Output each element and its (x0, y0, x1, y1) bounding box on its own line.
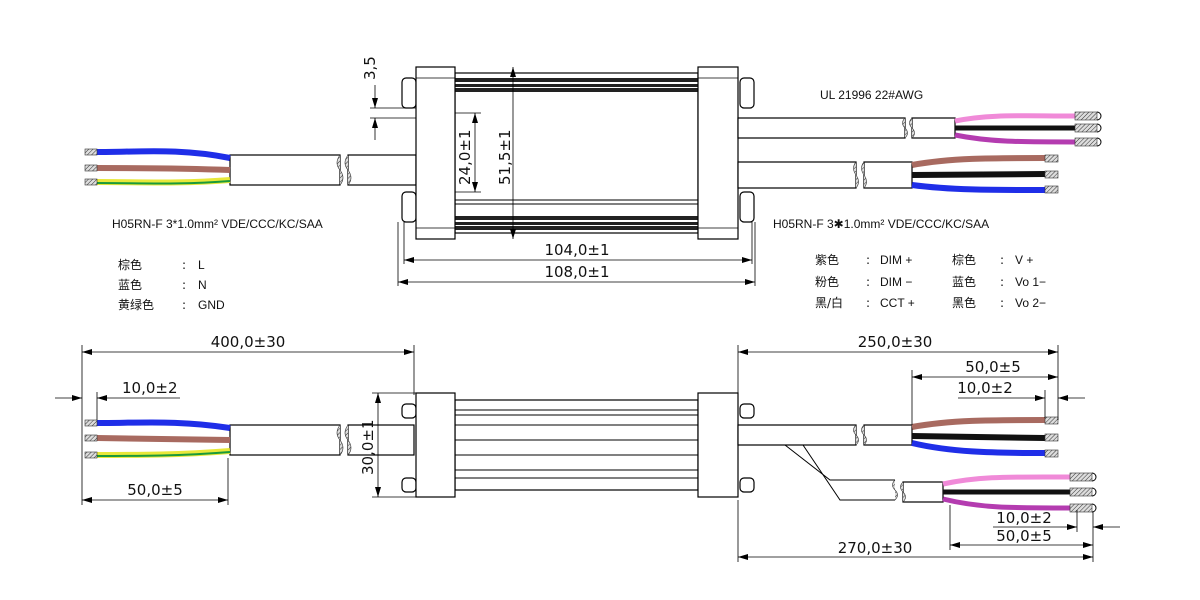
legend-text: Vo 1− (1015, 275, 1046, 289)
dim-10-left: 10,0±2 (122, 379, 178, 397)
legend-text: : (182, 258, 186, 272)
dim-50-lower: 50,0±5 (996, 527, 1052, 545)
legend-text: CCT + (880, 296, 915, 310)
legend-text: 黑色 (952, 296, 976, 310)
legend-text: : (1000, 296, 1004, 310)
top-view: 3,5 24,0±1 51,5±1 104,0±1 108,0±1 UL 219… (84, 56, 1102, 286)
legend-text: 黑/白 (815, 295, 843, 310)
output-cable-power-top (737, 154, 1059, 194)
legend-text: 棕色 (952, 252, 976, 267)
driver-housing-top (401, 66, 755, 240)
legend-text: V + (1015, 253, 1033, 267)
dim-51-5: 51,5±1 (496, 129, 514, 185)
dim-10-right: 10,0±2 (957, 379, 1013, 397)
input-cable-top (84, 148, 417, 186)
driver-housing-side (401, 392, 755, 498)
wire-brown (911, 155, 1046, 168)
legend-text: 黄绿色 (118, 297, 154, 312)
wire-blue (96, 148, 231, 161)
output-wire-legend: 紫色: DIM + 棕色: V + 粉色: DIM − 蓝色: Vo 1− 黑/白: CC… (815, 252, 1046, 310)
legend-text: DIM − (880, 275, 912, 289)
dim-50-right: 50,0±5 (965, 358, 1021, 376)
legend-text: : (182, 298, 186, 312)
wire-black (911, 171, 1046, 178)
legend-text: 蓝色 (118, 278, 142, 292)
legend-text: : (866, 253, 870, 267)
dim-400: 400,0±30 (211, 333, 286, 351)
dim-270: 270,0±30 (838, 539, 913, 557)
legend-text: GND (198, 298, 225, 312)
dim-24: 24,0±1 (456, 129, 474, 185)
legend-text: 棕色 (118, 257, 142, 272)
legend-text: : (1000, 253, 1004, 267)
side-dimensions: 400,0±30 10,0±2 50,0±5 30,0±1 250,0±30 5… (55, 333, 1120, 562)
legend-text: 紫色 (815, 253, 839, 267)
input-cable-spec: H05RN-F 3*1.0mm² VDE/CCC/KC/SAA (112, 217, 323, 231)
dim-10-lower: 10,0±2 (996, 509, 1052, 527)
dim-108: 108,0±1 (544, 263, 609, 281)
legend-text: DIM + (880, 253, 912, 267)
dim-250: 250,0±30 (858, 333, 933, 351)
legend-text: : (866, 275, 870, 289)
top-dimensions: 3,5 24,0±1 51,5±1 104,0±1 108,0±1 (361, 56, 756, 286)
legend-text: N (198, 278, 207, 292)
input-wire-legend: 棕色: L 蓝色: N 黄绿色: GND (118, 257, 225, 312)
dim-50-left: 50,0±5 (127, 481, 183, 499)
output-cable-spec: H05RN-F 3✱1.0mm² VDE/CCC/KC/SAA (773, 217, 989, 231)
legend-text: : (1000, 275, 1004, 289)
output-cable-ul-side (784, 444, 1097, 513)
dim-30: 30,0±1 (359, 419, 377, 475)
input-cable-side (84, 419, 415, 459)
wire-blue (911, 182, 1046, 193)
ul-cable-spec: UL 21996 22#AWG (820, 88, 923, 102)
legend-text: Vo 2− (1015, 296, 1046, 310)
side-view: 400,0±30 10,0±2 50,0±5 30,0±1 250,0±30 5… (55, 333, 1120, 562)
wire-brown (96, 165, 231, 173)
legend-text: L (198, 258, 205, 272)
legend-text: 粉色 (815, 275, 839, 289)
dim-104: 104,0±1 (544, 241, 609, 259)
legend-text: : (866, 296, 870, 310)
wire-pink (954, 113, 1076, 124)
output-cable-ul-top (737, 111, 1102, 147)
wire-purple (954, 132, 1076, 145)
legend-text: : (182, 278, 186, 292)
dim-3-5: 3,5 (361, 56, 379, 80)
output-cable-power-side (737, 416, 1059, 458)
legend-text: 蓝色 (952, 275, 976, 289)
